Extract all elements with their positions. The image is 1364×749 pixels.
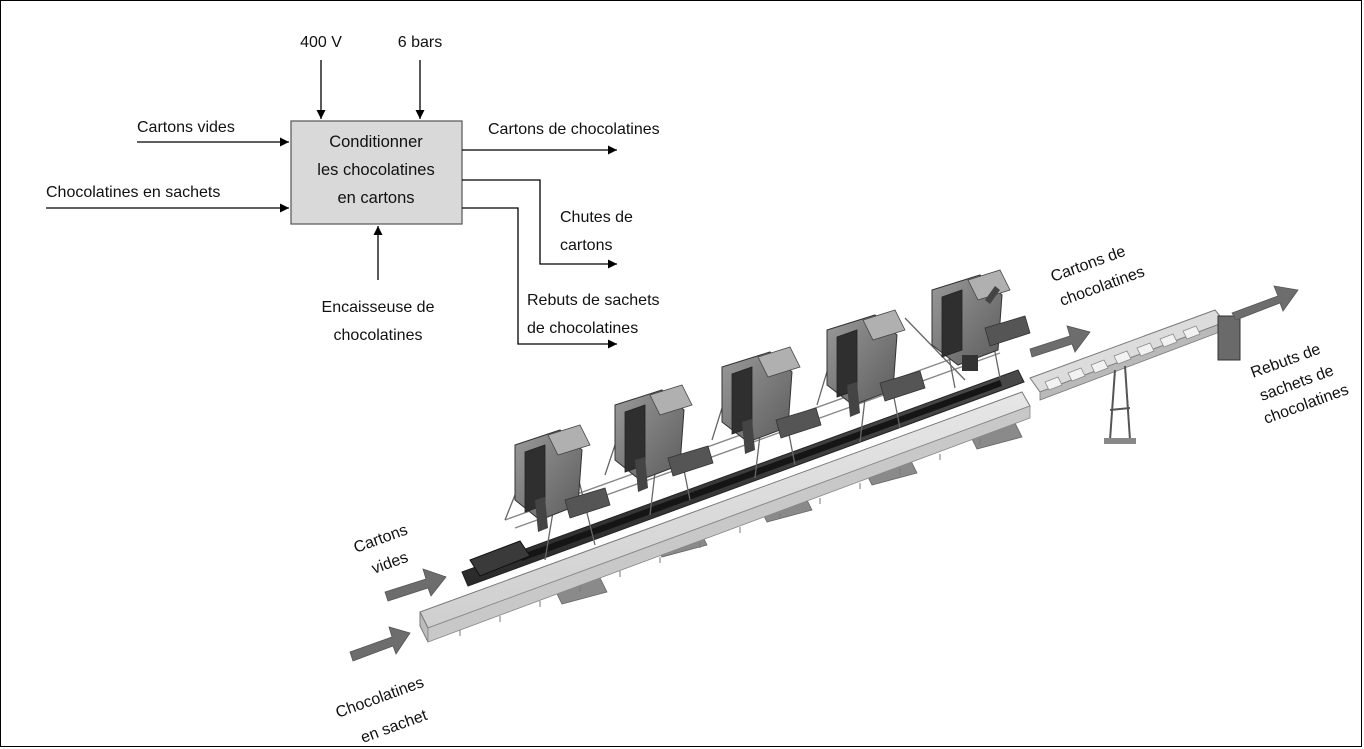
function-box-line-3: en cartons <box>337 189 414 207</box>
output-arrow-chutes <box>462 179 617 269</box>
output-label-rebuts-line-2: de chocolatines <box>527 320 638 337</box>
output-label-rebuts-line-1: Rebuts de sachets <box>527 292 660 309</box>
robot-5 <box>904 269 1031 389</box>
flow-arrow-chocolatines <box>349 626 411 662</box>
input-label-chocolatines: Chocolatines en sachets <box>46 184 220 201</box>
output-label-chutes-line-1: Chutes de <box>560 209 633 226</box>
flow-arrow-cartons-de-chocolatines <box>1029 325 1091 358</box>
label-cartons-vides-2: vides <box>370 549 411 578</box>
label-chocolatines-en-sachet-2: en sachet <box>359 707 431 747</box>
output-label-cartons-chocolatines: Cartons de chocolatines <box>488 121 660 138</box>
output-label-chutes-line-2: cartons <box>560 237 612 254</box>
output-arrow-rebuts <box>462 207 617 349</box>
robot-1 <box>504 424 611 561</box>
control-label-400v: 400 V <box>300 34 342 51</box>
function-box <box>290 120 463 225</box>
output-conveyor-foot <box>1104 438 1136 444</box>
robot-4 <box>816 309 926 443</box>
conveyor-ticks <box>459 439 981 636</box>
output-conveyor-stand <box>1109 365 1131 441</box>
input-label-cartons-vides: Cartons vides <box>137 119 235 136</box>
main-conveyor-front-edge <box>427 405 1031 643</box>
mechanism-label-line-2: chocolatines <box>334 327 423 344</box>
flow-arrow-rebuts <box>1231 285 1299 321</box>
first-carton <box>469 540 531 577</box>
functional-block-diagram: Conditionner les chocolatines en cartons… <box>46 34 660 349</box>
flow-arrow-cartons-vides <box>384 568 447 602</box>
machine-illustration: Cartons vides Chocolatines en sachet Car… <box>334 243 1351 747</box>
main-conveyor-top <box>419 391 1031 629</box>
control-label-6bars: 6 bars <box>398 34 442 51</box>
robot-2 <box>604 384 714 516</box>
function-box-line-2: les chocolatines <box>317 161 434 179</box>
robot-3 <box>711 346 822 479</box>
function-box-line-1: Conditionner <box>329 133 423 151</box>
output-conveyor-pockets <box>1044 325 1201 391</box>
output-conveyor-motor <box>1217 315 1241 361</box>
carton-conveyor-slot <box>520 380 1002 561</box>
mechanism-label-line-1: Encaisseuse de <box>322 299 435 316</box>
flow-arrows <box>349 285 1299 662</box>
